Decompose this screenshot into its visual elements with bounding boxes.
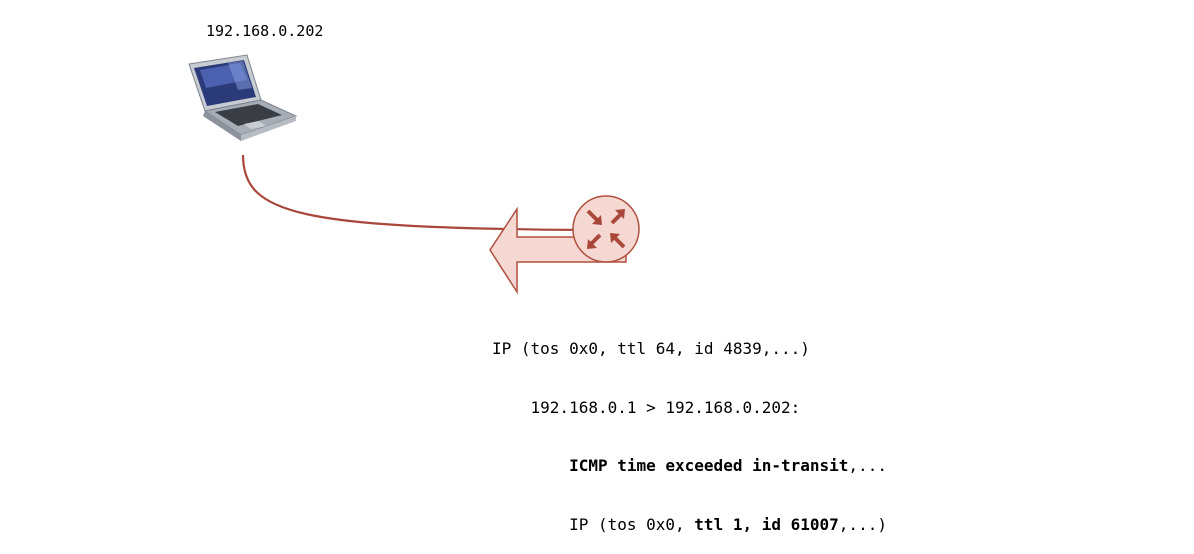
packet-line-1: IP (tos 0x0, ttl 64, id 4839,...) [492, 339, 810, 358]
network-diagram [188, 54, 640, 295]
packet-line-2: 192.168.0.1 > 192.168.0.202: [530, 397, 801, 417]
network-link [241, 154, 586, 232]
host-ip-label: 192.168.0.202 [206, 22, 324, 40]
icmp-type-text: ICMP time exceeded in-transit [569, 456, 849, 475]
router-icon [572, 195, 640, 263]
ttl-id-text: ttl 1, id 61007 [694, 514, 839, 534]
packet-line-4: IP (tos 0x0, ttl 1, id 61007,...) [569, 514, 887, 534]
packet-capture-text: IP (tos 0x0, ttl 64, id 4839,...) 192.16… [492, 300, 887, 554]
packet-line-3: ICMP time exceeded in-transit,... [569, 456, 887, 475]
laptop-icon [188, 54, 298, 141]
